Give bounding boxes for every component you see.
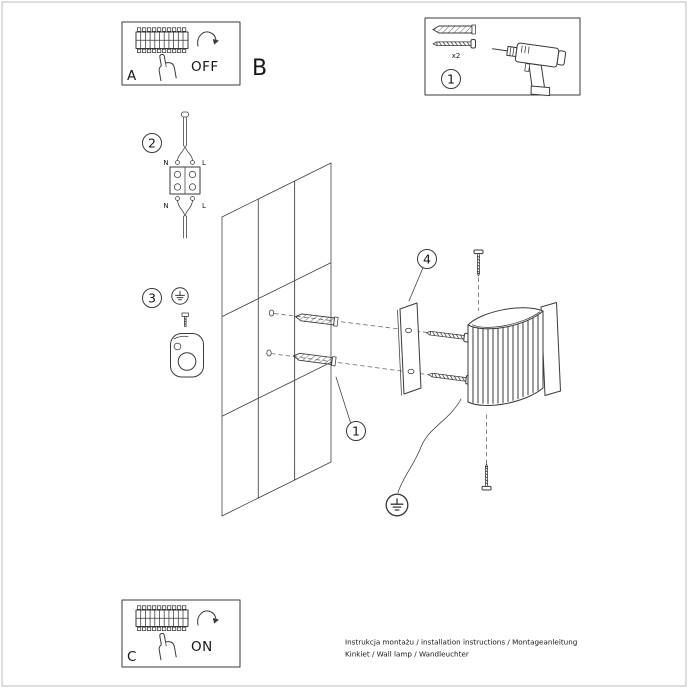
off-label: OFF [191, 59, 219, 75]
drill-hole [268, 309, 275, 317]
wall-panels [221, 162, 332, 517]
step-2-badge: 2 [142, 133, 162, 153]
wall-panel [221, 298, 259, 417]
wall-plug-icon [432, 24, 476, 35]
anchor-quantity: x2 [452, 52, 461, 60]
ground-bolt-icon [181, 312, 189, 327]
terminal-block [169, 166, 201, 195]
footer-line-1: Instrukcja montażu / installation instru… [345, 638, 577, 647]
cable-end-cap [181, 111, 189, 118]
svg-text:4: 4 [423, 251, 431, 266]
canopy-bracket-icon [170, 333, 204, 378]
breaker-panel-icon [135, 605, 189, 632]
section-c-label: C [127, 649, 136, 665]
drill-icon [492, 42, 567, 97]
on-label: ON [191, 639, 213, 655]
lamp-ribs [472, 312, 539, 404]
wall-lamp [467, 302, 561, 406]
step-4-badge: 4 [408, 249, 437, 302]
svg-text:1: 1 [352, 423, 360, 438]
step-1-anchor-badge: 1 [335, 376, 366, 441]
wire-label-l-out: L [202, 202, 206, 210]
svg-text:1: 1 [447, 71, 455, 86]
wall-panel [221, 198, 259, 318]
svg-text:2: 2 [148, 135, 156, 150]
section-a-label: A [127, 68, 137, 84]
ground-bracket-illustration: 3 [142, 287, 204, 378]
wall-panel [294, 162, 332, 282]
wall-panel [257, 180, 296, 300]
tools-box: x2 1 [424, 17, 581, 97]
drill-hole [266, 349, 272, 357]
step-1-badge: 1 [441, 69, 461, 89]
wire-label-l-in: L [202, 159, 206, 167]
wall-panel [294, 361, 332, 481]
step-3-badge: 3 [142, 288, 162, 308]
cable-terminal-illustration: 2 N L N L [142, 111, 206, 239]
lamp-backplate [540, 302, 561, 396]
earth-symbol-icon [385, 493, 409, 517]
wall-panel [221, 397, 259, 517]
lamp-bottom-edge [467, 387, 544, 406]
wire-label-n-in: N [163, 159, 168, 167]
wire-label-n-out: N [163, 202, 168, 210]
panel-power-off: A OFF [121, 21, 241, 86]
earth-wire [397, 398, 462, 493]
wall-panel [257, 280, 296, 399]
footer-line-2: Kinkiet / Wall lamp / Wandleuchter [345, 650, 469, 659]
svg-text:3: 3 [148, 290, 156, 305]
panel-power-on: C ON [121, 599, 241, 668]
mounting-plate [397, 302, 422, 396]
breaker-panel-icon [135, 27, 189, 54]
lamp-body [468, 311, 543, 406]
wall-panel [257, 379, 296, 499]
earth-symbol-icon [171, 287, 189, 305]
section-b-label: B [252, 56, 267, 81]
